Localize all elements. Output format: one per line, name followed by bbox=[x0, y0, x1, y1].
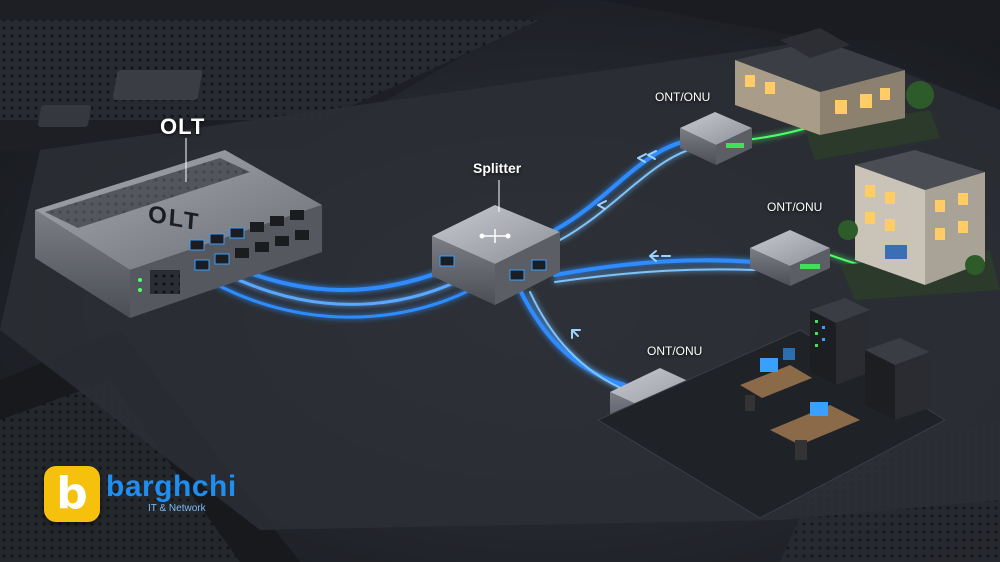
olt-label: OLT bbox=[160, 114, 206, 139]
fiber-olt-splitter-c bbox=[210, 280, 472, 319]
ont-label-top: ONT/ONU bbox=[655, 90, 711, 104]
office-workstation-icon bbox=[596, 329, 947, 519]
splitter-icon bbox=[479, 229, 511, 243]
splitter-label: Splitter bbox=[473, 160, 522, 176]
brand-logo: b barghchi IT & Network bbox=[44, 466, 324, 526]
fiber-splitter-ont-middle-b bbox=[554, 268, 756, 283]
server-rack-icon bbox=[810, 298, 930, 420]
fiber-splitter-ont-bottom bbox=[518, 288, 627, 387]
fiber-olt-splitter-b bbox=[216, 268, 472, 306]
brand-mark-icon: b bbox=[44, 466, 100, 522]
ont-label-middle: ONT/ONU bbox=[767, 200, 823, 214]
fiber-splitter-ont-bottom-b bbox=[529, 291, 631, 393]
house-icon bbox=[735, 28, 940, 160]
fiber-splitter-ont-middle bbox=[553, 258, 757, 277]
brand-tagline: IT & Network bbox=[148, 503, 206, 514]
fiber-splitter-ont-top-b bbox=[559, 147, 696, 241]
olt-device bbox=[35, 150, 322, 318]
olt-ports bbox=[189, 210, 309, 271]
signal-arrows bbox=[571, 150, 671, 339]
ont-label-bottom: ONT/ONU bbox=[647, 344, 703, 358]
splitter-device bbox=[432, 205, 560, 305]
fiber-splitter-ont-top bbox=[553, 138, 692, 232]
apartment-building-icon bbox=[838, 150, 1000, 300]
ont-device-top bbox=[680, 112, 752, 165]
ont-device-middle bbox=[750, 230, 830, 286]
brand-name: barghchi bbox=[106, 470, 237, 503]
